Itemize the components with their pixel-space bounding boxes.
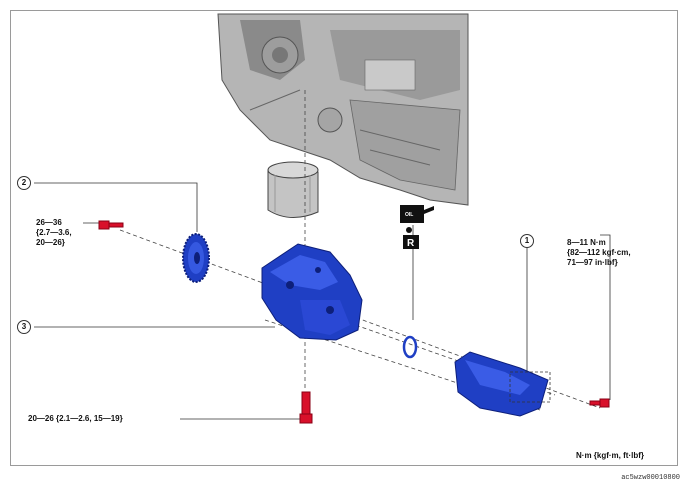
bolt-pump-bottom [299, 391, 313, 424]
torque-pump-bolt: 20—26 {2.1—2.6, 15—19} [28, 414, 123, 423]
torque-gear-line1: 26—36 [36, 218, 62, 227]
torque-gear-line2: {2.7—3.6, [36, 228, 72, 237]
callout-1: 1 [520, 234, 534, 248]
replace-icon: R [403, 235, 419, 249]
replace-label: R [407, 238, 415, 249]
figure-code: ac5wzw00010800 [621, 474, 680, 482]
oil-strainer [454, 351, 549, 417]
torque-gear-line3: 20—26} [36, 238, 65, 247]
torque-right-line2: {82—112 kgf·cm, [567, 248, 631, 257]
engine-block [217, 13, 469, 206]
torque-right-line3: 71—97 in·lbf} [567, 258, 618, 267]
leader-lines [34, 182, 611, 420]
callout-2: 2 [17, 176, 31, 190]
bolt-strainer [589, 398, 610, 408]
units-note: N·m {kgf·m, ft·lbf} [576, 451, 644, 460]
oil-pump-body [261, 243, 363, 341]
o-ring [402, 335, 418, 359]
bolt-gear [98, 220, 124, 230]
oil-filter [267, 161, 319, 218]
callout-3: 3 [17, 320, 31, 334]
torque-right-line1: 8—11 N·m [567, 238, 606, 247]
torque-gear-bolt: 26—36 {2.7—3.6, 20—26} [36, 218, 72, 248]
oil-can-icon: OIL [400, 205, 434, 233]
figure-frame [10, 10, 678, 466]
strainer-outline [509, 371, 551, 403]
drive-gear [182, 233, 210, 283]
oil-label: OIL [405, 212, 413, 218]
torque-strainer-bolt: 8—11 N·m {82—112 kgf·cm, 71—97 in·lbf} [567, 238, 631, 268]
